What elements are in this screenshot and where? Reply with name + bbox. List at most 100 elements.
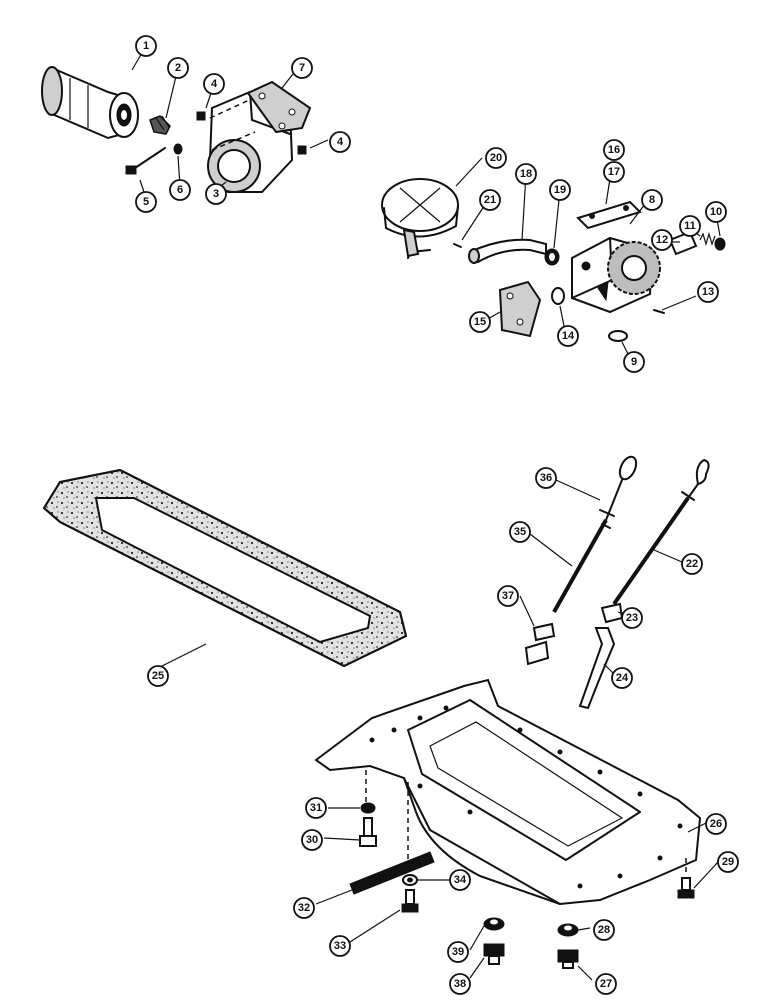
- oil-pump-screen: [381, 178, 459, 259]
- callout-20: 20: [485, 147, 507, 169]
- svg-text:38: 38: [454, 978, 466, 990]
- svg-text:29: 29: [722, 856, 734, 868]
- svg-text:13: 13: [702, 286, 714, 298]
- svg-text:6: 6: [177, 184, 183, 196]
- callout-3: 3: [205, 183, 227, 205]
- pin-21: [453, 243, 462, 248]
- callout-6: 6: [169, 179, 191, 201]
- bolt-30: [359, 817, 377, 847]
- dipstick-tube-24: [578, 627, 616, 710]
- base-gasket: [246, 80, 312, 134]
- svg-text:30: 30: [306, 834, 318, 846]
- o-ring-14: [551, 287, 565, 305]
- callout-16: 16: [603, 139, 625, 161]
- svg-text:21: 21: [484, 194, 496, 206]
- callout-4a: 4: [203, 73, 225, 95]
- svg-text:36: 36: [540, 472, 552, 484]
- callout-34: 34: [449, 869, 471, 891]
- callout-38: 38: [449, 973, 471, 995]
- dipstick-36: [552, 455, 638, 613]
- svg-text:31: 31: [310, 802, 322, 814]
- callout-5: 5: [135, 191, 157, 213]
- sleeve-37: [524, 622, 556, 666]
- svg-text:10: 10: [710, 206, 722, 218]
- callout-31: 31: [305, 797, 327, 819]
- svg-text:34: 34: [454, 874, 467, 886]
- callout-36: 36: [535, 467, 557, 489]
- svg-text:2: 2: [175, 62, 181, 74]
- callout-27: 27: [595, 973, 617, 995]
- svg-text:7: 7: [299, 62, 305, 74]
- callout-25: 25: [147, 665, 169, 687]
- svg-text:33: 33: [334, 940, 346, 952]
- callout-39: 39: [447, 941, 469, 963]
- pin-13: [653, 309, 665, 314]
- callout-15: 15: [469, 311, 491, 333]
- callout-18: 18: [515, 163, 537, 185]
- callout-33: 33: [329, 935, 351, 957]
- relief-plug-10: [714, 237, 726, 251]
- svg-text:37: 37: [502, 590, 514, 602]
- pump-cover-plate: [576, 200, 642, 230]
- plug-38: [483, 943, 505, 965]
- oil-pump-body: [571, 236, 661, 314]
- svg-text:23: 23: [626, 612, 638, 624]
- svg-text:17: 17: [608, 166, 620, 178]
- svg-text:1: 1: [143, 40, 149, 52]
- plug-39: [483, 917, 505, 931]
- callout-7: 7: [291, 57, 313, 79]
- svg-text:32: 32: [298, 902, 310, 914]
- svg-text:24: 24: [616, 672, 629, 684]
- callout-19: 19: [549, 179, 571, 201]
- callout-26: 26: [705, 813, 727, 835]
- callout-8: 8: [641, 189, 663, 211]
- pump-gasket: [498, 280, 542, 338]
- svg-text:26: 26: [710, 818, 722, 830]
- callout-37: 37: [497, 585, 519, 607]
- svg-text:25: 25: [152, 670, 164, 682]
- callout-13: 13: [697, 281, 719, 303]
- callout-30: 30: [301, 829, 323, 851]
- callout-17: 17: [603, 161, 625, 183]
- callout-35: 35: [509, 521, 531, 543]
- callout-23: 23: [621, 607, 643, 629]
- svg-text:14: 14: [562, 330, 575, 342]
- svg-text:15: 15: [474, 316, 486, 328]
- svg-text:19: 19: [554, 184, 566, 196]
- svg-text:39: 39: [452, 946, 464, 958]
- relief-spring-11: [699, 231, 716, 247]
- callout-32: 32: [293, 897, 315, 919]
- washer-9: [608, 330, 628, 342]
- o-ring-19: [544, 248, 560, 266]
- callout-29: 29: [717, 851, 739, 873]
- svg-text:9: 9: [631, 356, 637, 368]
- svg-text:4: 4: [337, 136, 344, 148]
- washer-31: [360, 802, 376, 814]
- svg-text:5: 5: [143, 196, 149, 208]
- callout-11: 11: [679, 215, 701, 237]
- svg-text:12: 12: [656, 234, 668, 246]
- svg-text:3: 3: [213, 188, 219, 200]
- washer-6: [173, 143, 183, 155]
- callout-1: 1: [135, 35, 157, 57]
- callout-22: 22: [681, 553, 703, 575]
- svg-text:18: 18: [520, 168, 532, 180]
- callout-24: 24: [611, 667, 633, 689]
- oil-pan: [314, 678, 702, 906]
- svg-text:16: 16: [608, 144, 620, 156]
- bolt-29: [677, 877, 695, 899]
- filter-bolt: [125, 147, 166, 175]
- dipstick-22: [612, 459, 710, 606]
- spacer-bar-32: [349, 851, 435, 895]
- plug-27: [557, 949, 579, 969]
- plug-28: [557, 923, 579, 937]
- oil-pan-gasket: [42, 468, 408, 668]
- callout-12: 12: [651, 229, 673, 251]
- callout-4b: 4: [329, 131, 351, 153]
- svg-text:4: 4: [211, 78, 218, 90]
- plug-4b: [297, 145, 307, 155]
- callout-28: 28: [593, 919, 615, 941]
- adapter-fitting: [149, 115, 171, 135]
- svg-text:22: 22: [686, 558, 698, 570]
